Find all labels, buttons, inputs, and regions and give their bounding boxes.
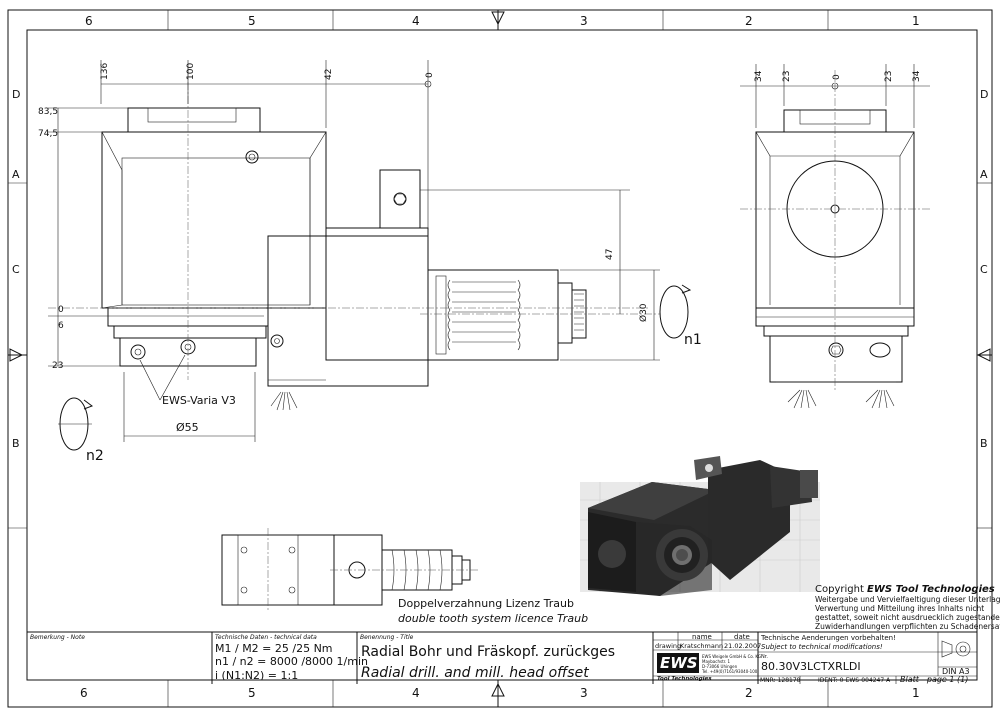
dim-42: 42 xyxy=(324,69,334,80)
row-label-left-b: B xyxy=(12,437,20,450)
row-label-left-a: A xyxy=(12,168,20,181)
small-top-view xyxy=(221,528,480,612)
dim-d30: Ø30 xyxy=(638,303,649,322)
col-label-bottom-6: 6 xyxy=(80,686,88,700)
tech-speed: n1 / n2 = 8000 /8000 1/min xyxy=(215,655,368,668)
col-label-top-5: 5 xyxy=(248,14,256,28)
label-bemerkung: Bemerkung - Note xyxy=(30,634,85,641)
col-label-top-4: 4 xyxy=(412,14,420,28)
label-nr: Nr. xyxy=(761,654,768,660)
ews-logo-sub: Tool Technologies xyxy=(657,676,712,682)
ews-address-1: EWS Weigele GmbH & Co. KG xyxy=(702,654,761,659)
tech-ratio: i (N1:N2) = 1:1 xyxy=(215,669,298,682)
outer-frame xyxy=(7,9,993,708)
dim-0-left: 0 xyxy=(58,305,64,315)
render-3d xyxy=(580,456,820,596)
dim-front-23-left: 23 xyxy=(782,71,792,82)
label-ews-varia: EWS-Varia V3 xyxy=(162,394,236,407)
col-label-top-3: 3 xyxy=(580,14,588,28)
col-label-bottom-1: 1 xyxy=(912,686,920,700)
ident-number: IDENT: 0-EWS-004247 A xyxy=(818,677,891,684)
row-label-right-d: D xyxy=(980,88,988,101)
part-number: 80.30V3LCTXRLDI xyxy=(761,660,861,673)
changes-english: Subject to technical modifications! xyxy=(761,643,883,651)
copyright-line-2: Verwertung und Mitteilung ihres Inhalts … xyxy=(815,604,984,613)
label-doppelverzahnung: Doppelverzahnung Lizenz Traub xyxy=(398,597,574,610)
mnr-number: MNR: 128178 xyxy=(760,677,801,684)
dim-front-34-left: 34 xyxy=(754,70,764,82)
col-label-bottom-3: 3 xyxy=(580,686,588,700)
title-english: Radial drill. and mill. head offset xyxy=(361,665,589,681)
dim-front-34-right: 34 xyxy=(912,70,922,82)
dim-front-23-right: 23 xyxy=(884,71,894,82)
ews-address-2: Maybachstr. 1 xyxy=(702,659,730,664)
row-label-right-b: B xyxy=(980,437,988,450)
dim-23: 23 xyxy=(52,361,63,371)
col-label-bottom-2: 2 xyxy=(745,686,753,700)
changes-german: Technische Aenderungen vorbehalten! xyxy=(760,634,896,642)
dim-100: 100 xyxy=(186,63,196,80)
col-label-bottom-5: 5 xyxy=(248,686,256,700)
col-date: date xyxy=(734,633,750,641)
row-drawing: drawing xyxy=(655,642,681,650)
paper-format: DIN A3 xyxy=(942,667,970,676)
tech-torque: M1 / M2 = 25 /25 Nm xyxy=(215,642,333,655)
row-label-left-d: D xyxy=(12,88,20,101)
label-benennung: Benennung - Title xyxy=(360,634,414,641)
col-name: name xyxy=(692,633,712,641)
dim-47: 47 xyxy=(605,249,615,260)
copyright-line-1: Weitergabe und Vervielfaeltigung dieser … xyxy=(815,595,1000,604)
label-tech-data: Technische Daten - technical data xyxy=(215,634,317,641)
label-double-tooth: double tooth system licence Traub xyxy=(398,612,588,625)
col-label-top-6: 6 xyxy=(85,14,93,28)
ews-address-3: D-73066 Uhingen xyxy=(702,664,738,669)
drawer-name: Kratschmann xyxy=(680,642,723,650)
dim-6: 6 xyxy=(58,321,64,331)
dim-74-5: 74,5 xyxy=(38,129,58,139)
inner-frame xyxy=(26,29,978,681)
centering-marks xyxy=(8,10,992,707)
dim-136: 136 xyxy=(100,63,110,80)
copyright-title: Copyright EWS Tool Technologies xyxy=(815,584,995,595)
dim-83-5: 83,5 xyxy=(38,107,58,117)
row-label-right-c: C xyxy=(980,263,988,276)
copyright-line-4: Zuwiderhandlungen verpflichten zu Schade… xyxy=(815,622,1000,631)
title-german: Radial Bohr und Fräskopf. zurückges xyxy=(361,644,615,660)
title-block xyxy=(27,631,977,684)
side-view xyxy=(48,60,692,451)
col-label-top-1: 1 xyxy=(912,14,920,28)
drawing-date: 21.02.2007 xyxy=(724,642,761,650)
row-label-right-a: A xyxy=(980,168,988,181)
dim-d55: Ø55 xyxy=(176,421,199,434)
row-label-left-c: C xyxy=(12,263,20,276)
front-view xyxy=(740,64,930,409)
col-label-bottom-4: 4 xyxy=(412,686,420,700)
ews-logo: EWS xyxy=(660,654,698,672)
copyright-line-3: gestattet, soweit nicht ausdruecklich zu… xyxy=(815,613,1000,622)
sheet-page: Blatt - page 1 (1) xyxy=(900,675,968,684)
label-n1: n1 xyxy=(684,332,702,348)
ews-address-4: Tel. +49(0)7161/93040-100 xyxy=(701,669,758,674)
col-label-top-2: 2 xyxy=(745,14,753,28)
dim-front-0: 0 xyxy=(832,74,842,80)
label-n2: n2 xyxy=(86,448,104,464)
dim-0-top: 0 xyxy=(425,72,435,78)
